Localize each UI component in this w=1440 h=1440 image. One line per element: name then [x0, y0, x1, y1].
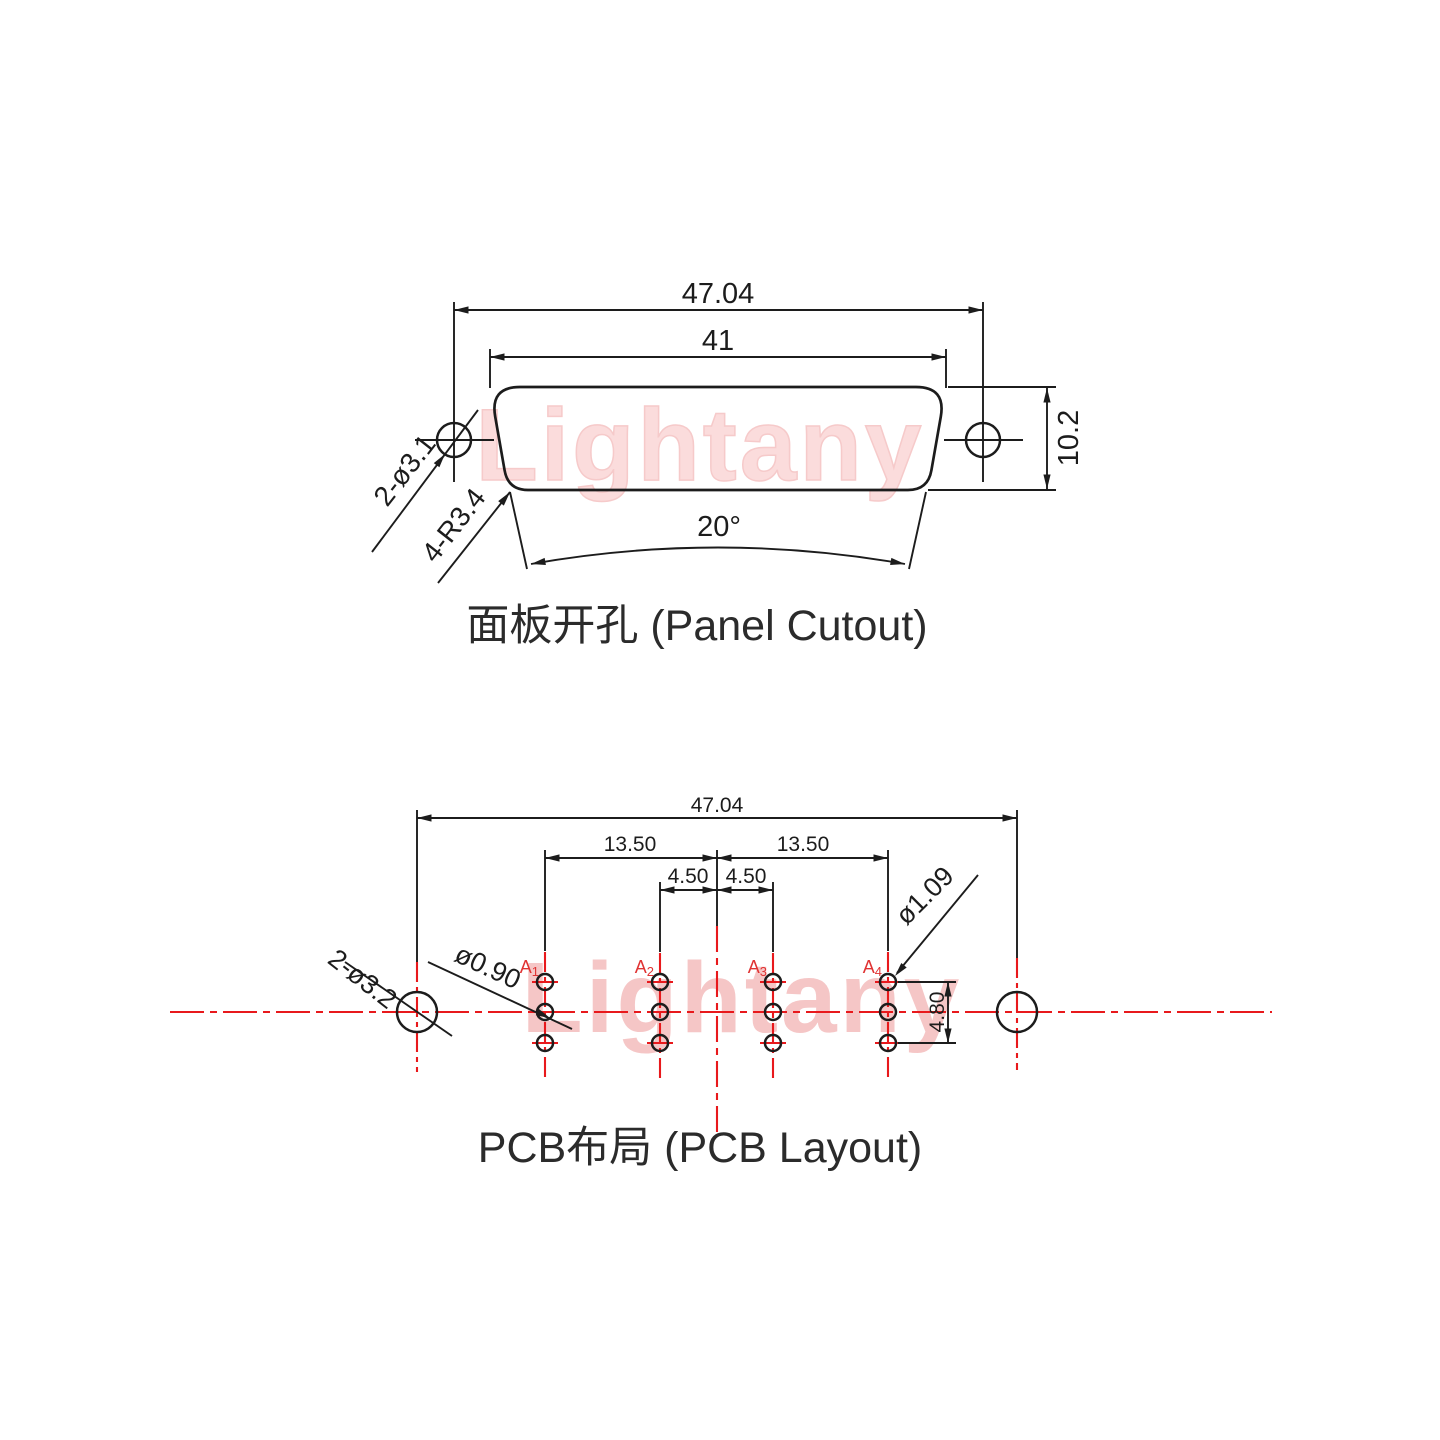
pin-hole	[763, 1002, 783, 1022]
angle-extension-left	[509, 491, 528, 570]
pin-hole	[878, 972, 898, 992]
dim-text-right: 13.50	[777, 833, 830, 856]
leader-line	[427, 961, 573, 1030]
angle-extension-right	[908, 491, 927, 570]
pcb-layout-title: PCB布局 (PCB Layout)	[478, 1124, 922, 1172]
pin-hole	[878, 1002, 898, 1022]
pin-hole	[763, 972, 783, 992]
pin-hole	[650, 1002, 670, 1022]
panel-mount-hole-right	[944, 302, 1023, 482]
dim-text: 47.04	[682, 278, 755, 310]
dim-text-left: 13.50	[604, 833, 657, 856]
label-text: ø1.09	[890, 861, 960, 931]
dim-text-left: 4.50	[668, 865, 709, 888]
label-text: 4-R3.4	[415, 482, 491, 567]
dim-pcb-width-outer: 47.04	[416, 794, 1018, 962]
label-pcb-mount-holes: 2-ø3.2	[323, 943, 453, 1037]
dim-text: 20°	[697, 511, 741, 543]
dim-panel-width-inner: 41	[489, 325, 947, 388]
dim-panel-width-outer: 47.04	[454, 278, 983, 314]
angle-arc	[530, 546, 906, 566]
leader-line	[896, 874, 979, 974]
pin-hole	[650, 1033, 670, 1053]
leader-line	[344, 961, 453, 1037]
dim-pcb-row-span: 4.80	[898, 981, 956, 1044]
leader-line	[371, 409, 479, 553]
pin-label-a2: A2	[635, 957, 654, 979]
leader-arrow	[433, 454, 445, 468]
leader-arrow	[535, 1008, 550, 1018]
dim-pcb-pitch: 13.50 13.50	[544, 833, 889, 951]
panel-cutout-outline	[493, 385, 943, 492]
panel-cutout-drawing: 47.04 41 10.2 20° 2-ø3.1	[367, 278, 1085, 650]
dim-panel-angle: 20°	[509, 491, 927, 570]
leader-arrow	[895, 963, 907, 976]
dim-panel-height: 10.2	[928, 386, 1085, 491]
dim-text: 41	[702, 325, 734, 357]
watermark: Lightany Lightany	[475, 387, 963, 1054]
pin-hole	[650, 972, 670, 992]
pcb-mount-hole-right	[995, 990, 1039, 1034]
dim-pcb-half-pitch: 4.50 4.50	[659, 865, 774, 952]
pin-labels: A1 A2 A3 A4	[520, 957, 882, 979]
dim-text-right: 4.50	[726, 865, 767, 888]
label-text: ø0.90	[450, 939, 525, 995]
label-text: 2-ø3.2	[323, 943, 403, 1015]
panel-cutout-title: 面板开孔 (Panel Cutout)	[466, 602, 927, 650]
pin-label-a4: A4	[863, 957, 882, 979]
panel-mount-hole-left	[415, 302, 494, 482]
dim-text: 47.04	[691, 794, 744, 817]
pin-hole	[878, 1033, 898, 1053]
label-text: 2-ø3.1	[367, 429, 441, 512]
pcb-mount-hole-left	[395, 990, 439, 1034]
pin-label-a1: A1	[520, 957, 539, 979]
watermark-text-top: Lightany	[476, 388, 925, 502]
pin-label-a3: A3	[748, 957, 767, 979]
leader-line	[437, 491, 511, 584]
pin-holes	[535, 972, 898, 1053]
dim-text: 4.80	[926, 992, 949, 1033]
watermark-text-bottom: Lightany	[522, 942, 963, 1054]
pin-hole	[535, 1033, 555, 1053]
dim-text: 10.2	[1053, 410, 1085, 466]
pin-hole	[763, 1033, 783, 1053]
pin-hole	[535, 972, 555, 992]
